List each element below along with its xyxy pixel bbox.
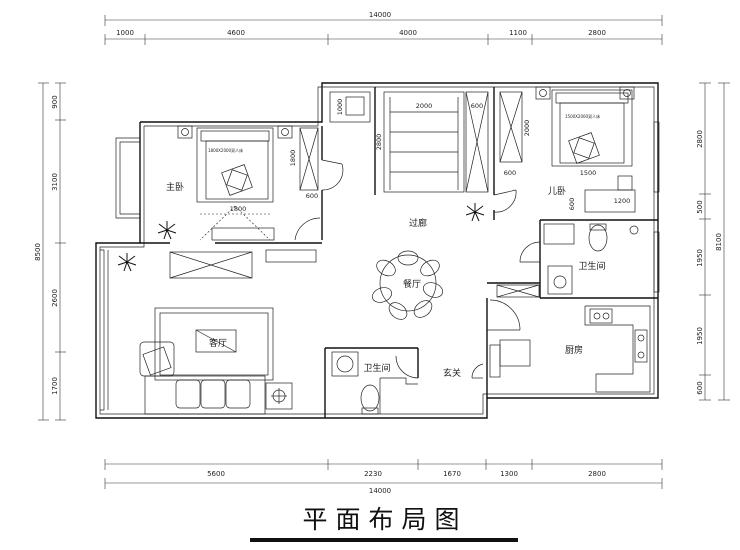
child-dim-600a: 600 — [504, 169, 516, 177]
dim-left-seg: 900 — [51, 95, 59, 108]
master-bed-note: 1800X2000双人床 — [208, 147, 243, 153]
child-dim-600b: 600 — [568, 198, 576, 210]
kitchen-counters — [489, 305, 651, 393]
title-underline — [250, 538, 518, 542]
living-furniture — [139, 307, 293, 415]
room-label-bath-center: 卫生间 — [363, 362, 390, 374]
interior-walls — [140, 87, 658, 418]
dim-bottom-seg: 1670 — [443, 470, 461, 478]
master-wardrobe-length: 1800 — [289, 150, 297, 167]
master-small-dim: 600 — [306, 192, 318, 200]
dim-left-overall: 8500 — [34, 243, 42, 261]
dim-top-seg: 1000 — [116, 29, 134, 37]
room-label-master-bedroom: 主卧 — [166, 181, 184, 193]
dim-right-seg: 600 — [696, 381, 704, 394]
dim-bottom-seg: 2230 — [364, 470, 382, 478]
dim-top-seg: 2800 — [588, 29, 606, 37]
dim-top-seg: 4000 — [399, 29, 417, 37]
dim-top-seg: 1100 — [509, 29, 527, 37]
dim-right-seg: 1950 — [696, 249, 704, 267]
room-label-foyer: 玄关 — [443, 367, 461, 379]
dim-right-seg: 500 — [696, 200, 704, 213]
child-dim-1500: 1500 — [580, 169, 597, 177]
room-label-corridor: 过廊 — [409, 217, 427, 229]
cabinet-top-a: 1000 — [336, 99, 344, 116]
room-label-living: 客厅 — [209, 337, 227, 349]
dim-top-seg: 4600 — [227, 29, 245, 37]
cabinets — [169, 91, 636, 298]
bathroom-fixtures — [331, 223, 639, 415]
room-label-child-room: 儿卧 — [548, 185, 566, 197]
dimension-lines — [38, 15, 730, 489]
dim-bottom-seg: 2800 — [588, 470, 606, 478]
cabinet-side: 2800 — [375, 134, 383, 151]
dim-left-seg: 2600 — [51, 289, 59, 307]
master-bed-width: 1800 — [230, 205, 247, 213]
page-title: 平面布局图 — [302, 505, 468, 534]
dim-left-seg: 1700 — [51, 377, 59, 395]
dim-top-overall: 14000 — [369, 11, 391, 19]
master-bed — [177, 125, 293, 241]
child-bed — [535, 86, 635, 191]
dim-bottom-seg: 5600 — [207, 470, 225, 478]
child-dim-1200: 1200 — [614, 197, 631, 205]
room-label-dining: 餐厅 — [403, 278, 421, 290]
cabinet-top-c: 600 — [471, 102, 483, 110]
dim-bottom-seg: 1300 — [500, 470, 518, 478]
dim-bottom-overall: 14000 — [369, 487, 391, 495]
child-wardrobe: 2000 — [523, 120, 531, 137]
dim-right-seg: 2800 — [696, 130, 704, 148]
room-label-bath-right: 卫生间 — [578, 260, 605, 272]
plant-icon — [117, 203, 485, 272]
doors — [294, 159, 541, 379]
room-label-kitchen: 厨房 — [565, 344, 583, 356]
dining-table — [371, 250, 444, 320]
dim-right-overall: 8100 — [715, 233, 723, 251]
dim-right-seg: 1950 — [696, 327, 704, 345]
child-bed-note: 1500X2000双人床 — [565, 113, 600, 119]
dim-left-seg: 3100 — [51, 173, 59, 191]
cabinet-top-b: 2000 — [416, 102, 433, 110]
